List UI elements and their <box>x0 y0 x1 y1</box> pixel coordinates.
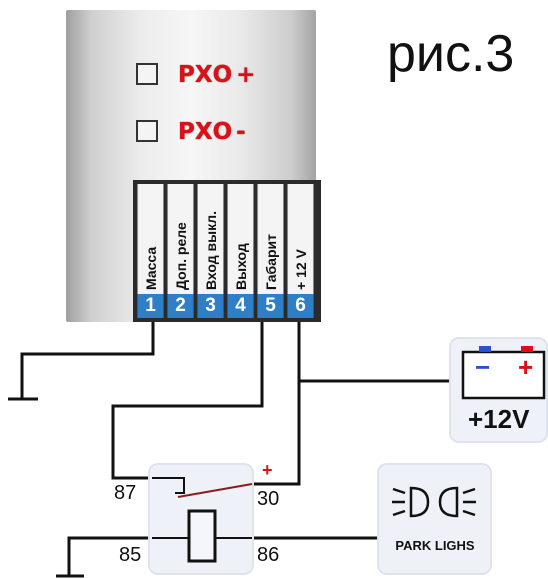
pin-slot-6: + 12 V <box>287 184 314 294</box>
battery-terminal-plus <box>521 346 533 352</box>
battery-terminal-minus <box>479 346 491 352</box>
connector-block: Масса Доп. реле Вход выкл. Выход Габарит… <box>133 180 321 322</box>
wire-gabarit <box>111 320 264 480</box>
battery-minus-sign: − <box>475 352 491 382</box>
relay-terminal-85: 85 <box>119 544 142 566</box>
indicator-checkbox-minus[interactable] <box>136 120 158 142</box>
pin-slot-5: Габарит <box>257 184 284 294</box>
relay-coil <box>187 509 217 563</box>
park-lights-label: PARK LIGHS <box>395 538 475 553</box>
pin-slot-4: Выход <box>227 184 254 294</box>
wire-85-ground <box>67 536 152 576</box>
wire-ground <box>20 320 155 398</box>
figure-title: рис.3 <box>387 25 515 83</box>
indicator-checkbox-plus[interactable] <box>136 63 158 85</box>
relay-switch-arm <box>177 483 253 498</box>
park-lights-panel <box>377 463 492 575</box>
pin-slot-1: Масса <box>137 184 164 294</box>
pin-number-4: 4 <box>227 294 254 318</box>
battery-plus-sign: + <box>518 352 534 382</box>
relay-contact-87 <box>152 477 185 494</box>
relay-plus-mark: + <box>262 460 273 480</box>
pin-number-1: 1 <box>137 294 164 318</box>
wire-12v-relay <box>252 320 301 486</box>
pin-slot-3: Вход выкл. <box>197 184 224 294</box>
relay-terminal-86: 86 <box>257 544 280 566</box>
battery-voltage: +12V <box>468 404 530 434</box>
pin-slot-2: Доп. реле <box>167 184 194 294</box>
indicator-label-minus: РХО- <box>178 119 246 145</box>
battery-body <box>461 350 546 400</box>
pin-number-5: 5 <box>257 294 284 318</box>
pin-number-6: 6 <box>287 294 314 318</box>
relay-terminal-87: 87 <box>114 482 137 504</box>
indicator-label-plus: РХО+ <box>178 62 256 88</box>
pin-number-3: 3 <box>197 294 224 318</box>
relay-terminal-30: 30 <box>257 488 280 510</box>
pin-number-2: 2 <box>167 294 194 318</box>
